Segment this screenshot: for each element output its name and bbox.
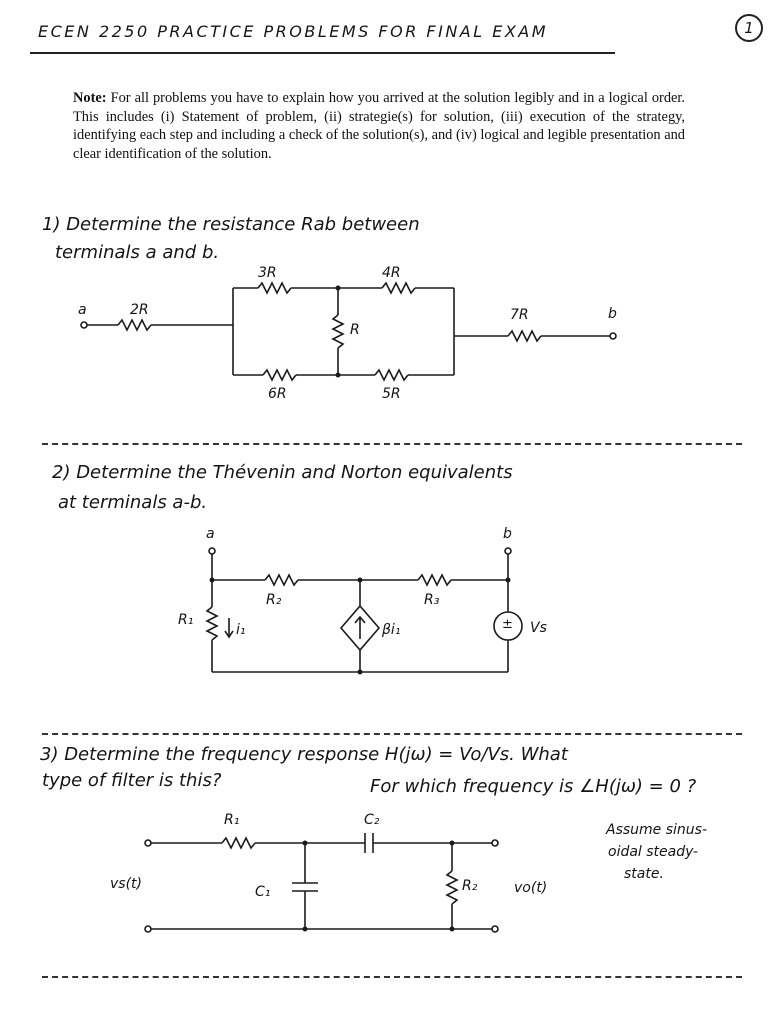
label-r2: R₂ bbox=[462, 878, 478, 894]
problem-3-statement-line-2b: For which frequency is ∠H(jω) = 0 ? bbox=[370, 776, 697, 797]
problem-1-statement-line-1: 1) Determine the resistance Rab between bbox=[42, 214, 420, 235]
section-divider bbox=[42, 443, 742, 445]
input-terminal-bottom bbox=[144, 925, 152, 933]
resistor-4r bbox=[381, 281, 416, 295]
resistor-r3 bbox=[417, 573, 452, 587]
label-terminal-a: a bbox=[206, 526, 215, 542]
page-number: 1 bbox=[735, 14, 763, 42]
label-c1: C₁ bbox=[255, 884, 271, 900]
terminal-b-node bbox=[609, 332, 617, 340]
problem-3-statement-line-1: 3) Determine the frequency response H(jω… bbox=[40, 744, 568, 765]
instructions-note: Note: For all problems you have to expla… bbox=[73, 89, 685, 163]
label-i1: i₁ bbox=[236, 622, 246, 638]
resistor-2r bbox=[117, 318, 152, 332]
label-vo: vo(t) bbox=[514, 880, 548, 896]
label-beta-i1: βi₁ bbox=[382, 622, 401, 638]
label-source-polarity: ± bbox=[502, 617, 513, 632]
label-vs: Vs bbox=[530, 620, 547, 636]
problem-3-statement-line-2: type of filter is this? bbox=[42, 770, 222, 791]
label-7r: 7R bbox=[510, 307, 529, 323]
assumption-note-line-3: state. bbox=[624, 866, 664, 882]
assumption-note-line-1: Assume sinus- bbox=[606, 822, 708, 838]
resistor-7r bbox=[507, 329, 542, 343]
output-terminal-top bbox=[491, 839, 499, 847]
page-title: ECEN 2250 PRACTICE PROBLEMS FOR FINAL EX… bbox=[38, 22, 549, 41]
resistor-r bbox=[331, 314, 345, 349]
label-terminal-a: a bbox=[78, 302, 87, 318]
label-r: R bbox=[350, 322, 360, 338]
current-arrow-head bbox=[224, 630, 234, 639]
source-arrow-head bbox=[354, 615, 366, 624]
assumption-note-line-2: oidal steady- bbox=[608, 844, 698, 860]
label-4r: 4R bbox=[382, 265, 401, 281]
label-terminal-b: b bbox=[503, 526, 512, 542]
resistor-r2 bbox=[445, 870, 459, 905]
note-label: Note: bbox=[73, 90, 107, 106]
resistor-r1 bbox=[205, 606, 219, 641]
header-underline bbox=[30, 52, 615, 54]
note-text: For all problems you have to explain how… bbox=[73, 90, 685, 162]
label-r1: R₁ bbox=[178, 612, 194, 628]
problem-2-statement-line-1: 2) Determine the Thévenin and Norton equ… bbox=[52, 462, 513, 483]
label-6r: 6R bbox=[268, 386, 287, 402]
label-2r: 2R bbox=[130, 302, 149, 318]
label-r2: R₂ bbox=[266, 592, 282, 608]
label-vs: vs(t) bbox=[110, 876, 142, 892]
problem-1-statement-line-2: terminals a and b. bbox=[55, 242, 220, 263]
label-3r: 3R bbox=[258, 265, 277, 281]
label-5r: 5R bbox=[382, 386, 401, 402]
section-divider bbox=[42, 976, 742, 978]
label-c2: C₂ bbox=[364, 812, 380, 828]
resistor-3r bbox=[257, 281, 292, 295]
resistor-5r bbox=[374, 368, 409, 382]
section-divider bbox=[42, 733, 742, 735]
label-r1: R₁ bbox=[224, 812, 240, 828]
label-r3: R₃ bbox=[424, 592, 440, 608]
problem-2-statement-line-2: at terminals a-b. bbox=[58, 492, 208, 513]
output-terminal-bottom bbox=[491, 925, 499, 933]
label-terminal-b: b bbox=[608, 306, 617, 322]
input-terminal-top bbox=[144, 839, 152, 847]
junction-dot bbox=[335, 285, 341, 291]
resistor-r1 bbox=[221, 836, 256, 850]
resistor-r2 bbox=[264, 573, 299, 587]
resistor-6r bbox=[262, 368, 297, 382]
